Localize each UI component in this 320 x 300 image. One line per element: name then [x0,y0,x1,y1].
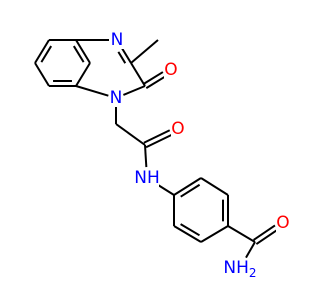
bond-p1-p2 [173,177,202,196]
bond-p5-p6-inner [180,223,201,237]
bond-CH2-Ca [115,123,146,146]
bond-C3-C2 [130,62,146,87]
bond-N4-C3-inner [117,51,127,64]
chemical-structure-diagram: N N O O NH O NH2 [34,30,291,280]
atom-o-carboxamide: O [276,213,291,233]
atom-n1-label: N [110,88,123,108]
bond-N1-b5 [75,85,109,97]
bond-Ca-Oa-a [145,133,173,149]
atom-n4: N [110,30,124,50]
bond-Cc-Oc-a [255,228,279,245]
atom-n1: N [109,88,123,108]
bond-p4-p5 [200,225,229,243]
bond-p5-p6 [173,225,202,243]
bond-b3-b4 [34,62,50,87]
bond-Ca-Oa-b [143,129,171,144]
atom-labels: N N O O NH O NH2 [109,30,291,280]
atom-o-ring-label: O [164,60,177,80]
bond-C2-O2-a [145,75,167,89]
bond-Ca-NH [144,144,148,168]
bond-b6-b1-inner [72,45,85,63]
bond-C3-Me [130,39,159,64]
bond-b2-b3 [34,39,50,64]
atom-nh2-label: NH2 [223,258,256,280]
bond-p1-p2-inner [180,183,201,198]
bond-Cc-NH2 [245,241,256,259]
atom-o-amide: O [171,119,186,139]
bond-b5-b6 [75,62,91,87]
atom-o-amide-label: O [171,119,184,139]
atom-n4-label: N [111,30,124,50]
bond-NH-p1 [155,183,175,196]
bond-C2-O2-b [143,71,164,85]
bond-Cc-Oc-b [253,224,276,241]
bond-p2-p3 [200,177,229,196]
atom-nh2-main: NH [223,258,249,278]
atom-o-ring: O [164,60,179,80]
bond-b6-b1 [75,39,91,64]
bond-C2-N1 [123,85,146,96]
atom-nh2-subscript: 2 [249,266,257,280]
bond-p4-Cc [227,225,256,243]
atom-o-carboxamide-label: O [276,213,289,233]
atom-nh: NH [134,168,160,188]
atom-nh2: NH2 [221,258,257,280]
bonds [34,39,279,259]
bond-N4-C3 [120,46,132,64]
bond-b2-b3-inner [40,45,53,63]
atom-nh-label: NH [134,168,160,188]
